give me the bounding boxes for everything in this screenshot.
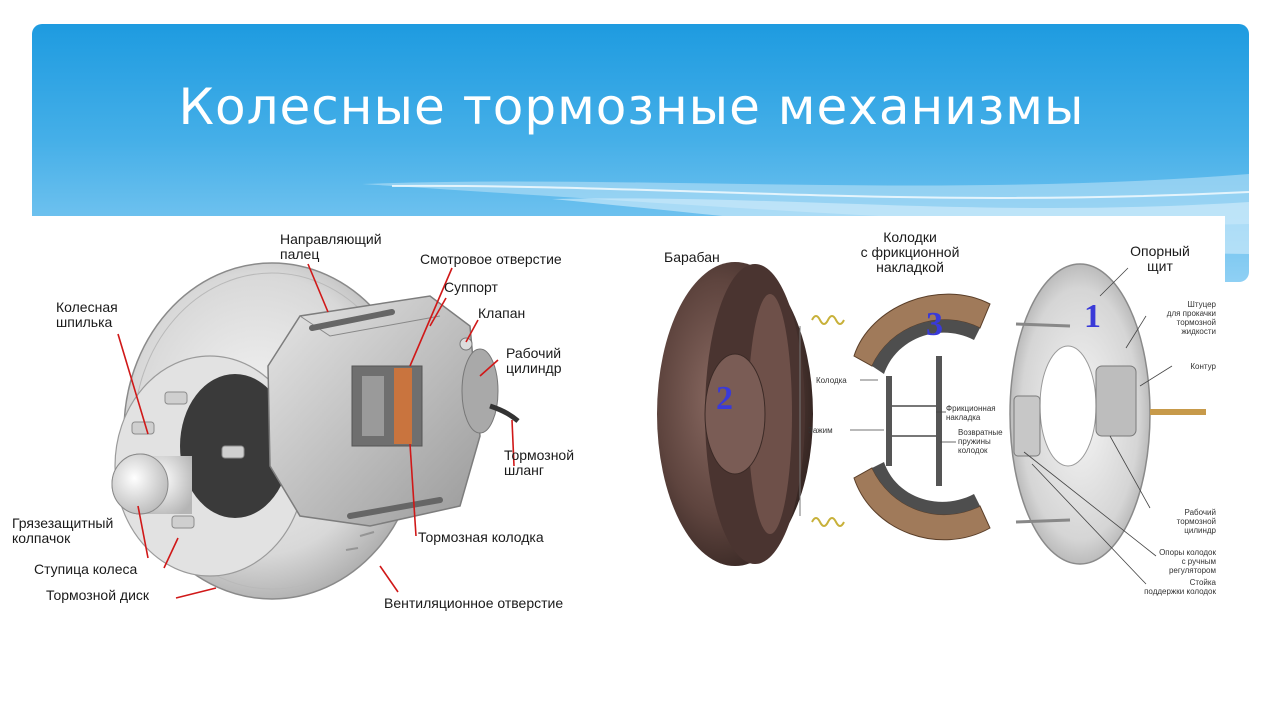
number-shoes: 3 xyxy=(926,306,943,343)
disc-brake-leader-lines xyxy=(117,263,515,599)
label-friction-lining: Фрикционная накладка xyxy=(946,404,996,422)
label-vent-hole: Вентиляционное отверстие xyxy=(384,595,564,611)
label-brake-pad: Тормозная колодка xyxy=(418,529,544,545)
label-backing-plate: Опорный щит xyxy=(1130,243,1190,274)
label-dust-cap: Грязезащитный колпачок xyxy=(12,515,114,546)
label-wheel-hub: Ступица колеса xyxy=(34,561,138,577)
label-caliper: Суппорт xyxy=(444,279,498,295)
drum-brake-panel: Барабан Колодки с фрикционной накладкой … xyxy=(640,216,1225,606)
label-guide-pin: Направляющий палец xyxy=(280,231,382,262)
label-clip: Зажим xyxy=(808,426,833,435)
label-shoe-anchor: Опоры колодок с ручным регулятором xyxy=(1159,548,1216,575)
slide-title: Колесные тормозные механизмы xyxy=(178,78,1085,136)
label-bleeder: Штуцер для прокачки тормозной жидкости xyxy=(1166,300,1216,336)
disc-brake-illustration xyxy=(111,262,520,600)
drum-brake-illustration xyxy=(657,262,1206,585)
label-wheel-brake-cylinder: Рабочий тормозной цилиндр xyxy=(1176,508,1216,535)
label-drum: Барабан xyxy=(664,249,720,265)
label-shoes-with-lining: Колодки с фрикционной накладкой xyxy=(860,229,960,275)
label-return-springs: Возвратные пружины колодок xyxy=(958,428,1003,455)
label-shoe-support: Стойка поддержки колодок xyxy=(1144,578,1216,596)
label-shoe: Колодка xyxy=(816,376,847,385)
number-backing-plate: 1 xyxy=(1084,298,1101,335)
label-wheel-stud: Колесная шпилька xyxy=(56,299,118,330)
label-brake-hose: Тормозной шланг xyxy=(504,447,575,478)
number-drum: 2 xyxy=(716,380,733,417)
label-brake-disc: Тормозной диск xyxy=(46,587,150,603)
disc-brake-panel: Направляющий палец Смотровое отверстие С… xyxy=(0,216,640,636)
brake-pad-shape xyxy=(394,368,412,444)
label-wheel-cylinder: Рабочий цилиндр xyxy=(506,345,562,376)
label-valve: Клапан xyxy=(478,305,526,321)
label-inspection-hole: Смотровое отверстие xyxy=(420,251,562,267)
label-circuit: Контур xyxy=(1190,362,1216,371)
